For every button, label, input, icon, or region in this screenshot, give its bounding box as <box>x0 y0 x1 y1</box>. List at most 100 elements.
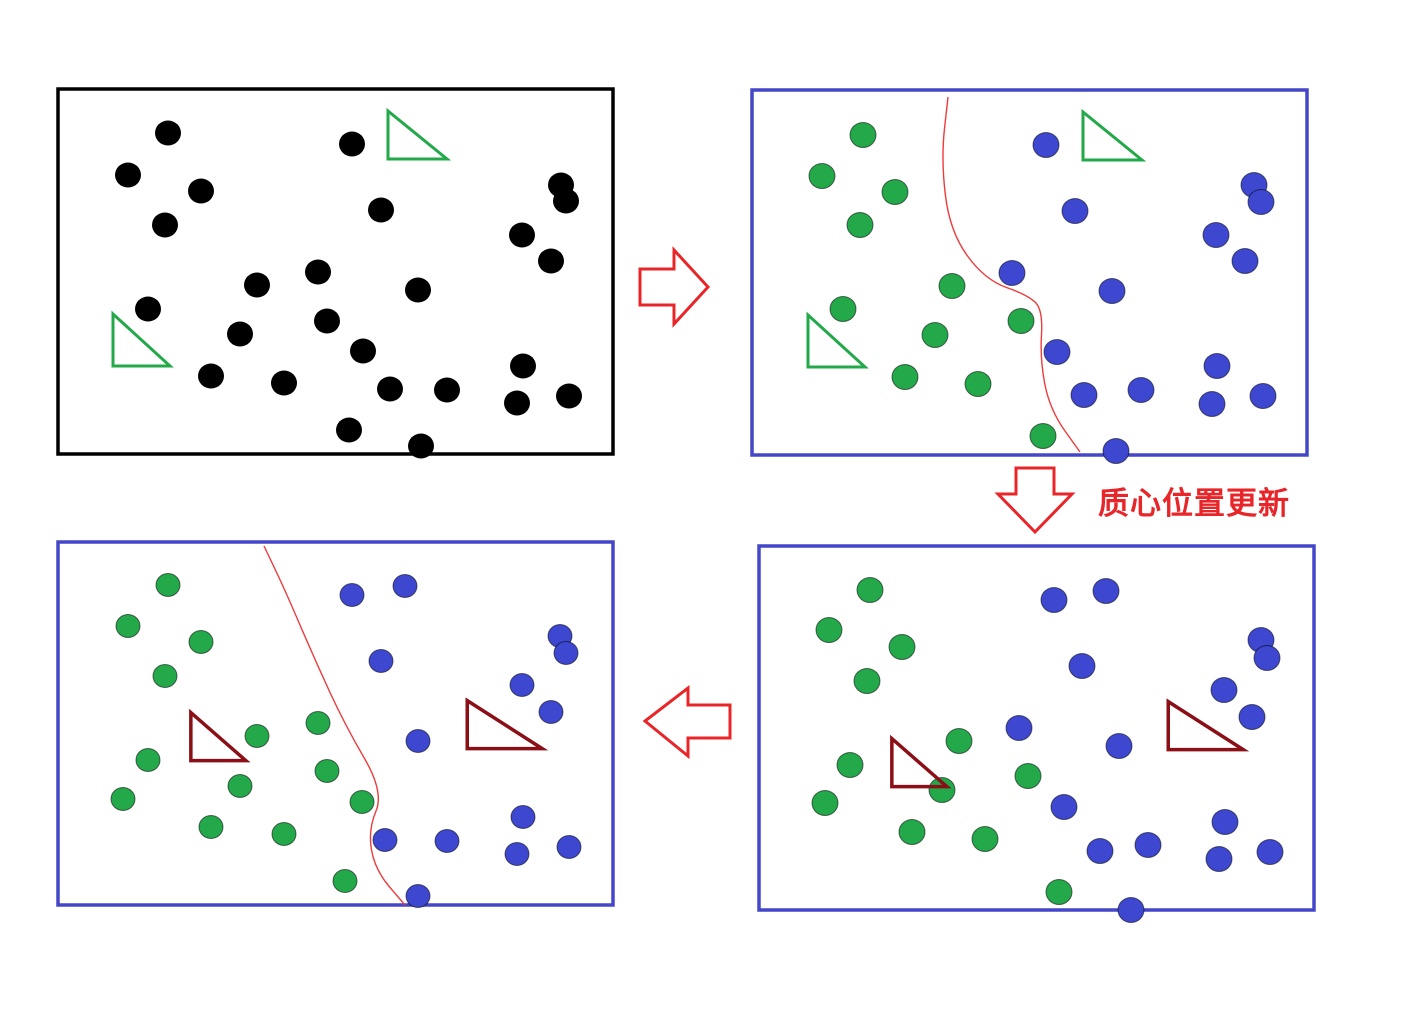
data-point <box>1202 222 1230 248</box>
data-point <box>314 308 340 334</box>
data-point <box>898 819 926 845</box>
data-point <box>538 700 564 724</box>
data-point <box>135 296 161 322</box>
data-point <box>945 728 973 754</box>
data-point <box>881 179 909 205</box>
data-point <box>1043 339 1071 365</box>
data-point <box>405 277 431 303</box>
data-point <box>377 376 403 402</box>
data-point <box>1198 391 1226 417</box>
data-point <box>198 815 224 839</box>
data-point <box>504 842 530 866</box>
data-point <box>405 729 431 753</box>
data-point <box>198 363 224 389</box>
data-point <box>856 577 884 603</box>
data-point <box>227 774 253 798</box>
data-point <box>155 120 181 146</box>
triangle-icon <box>386 107 452 161</box>
data-point <box>921 322 949 348</box>
data-point <box>556 835 582 859</box>
data-point <box>1253 645 1281 671</box>
data-point <box>510 805 536 829</box>
data-point <box>350 338 376 364</box>
data-point <box>811 790 839 816</box>
hollow-arrow-icon <box>642 684 732 760</box>
cluster-boundary-line <box>942 96 1081 453</box>
data-point <box>1127 377 1155 403</box>
data-point <box>891 364 919 390</box>
panel-frame-step-4-reassigned <box>56 540 615 907</box>
data-point <box>271 370 297 396</box>
data-point <box>227 321 253 347</box>
caption-centroid-update: 质心位置更新 <box>1098 486 1290 522</box>
data-point <box>998 260 1026 286</box>
data-point <box>836 752 864 778</box>
data-point <box>808 163 836 189</box>
data-point <box>405 884 431 908</box>
data-point <box>305 259 331 285</box>
data-point <box>815 617 843 643</box>
data-point <box>336 417 362 443</box>
data-point <box>368 649 394 673</box>
data-point <box>971 826 999 852</box>
data-point <box>244 724 270 748</box>
data-point <box>1029 423 1057 449</box>
data-point <box>1068 653 1096 679</box>
data-point <box>115 162 141 188</box>
hollow-arrow-icon <box>994 466 1076 535</box>
data-point <box>1032 132 1060 158</box>
triangle-icon <box>1081 108 1147 162</box>
data-point <box>372 828 398 852</box>
data-point <box>152 664 178 688</box>
triangle-icon <box>890 734 952 789</box>
data-point <box>1134 832 1162 858</box>
data-point <box>928 777 956 803</box>
data-point <box>1045 879 1073 905</box>
data-point <box>829 296 857 322</box>
hollow-arrow-icon <box>638 246 711 328</box>
data-point <box>1203 353 1231 379</box>
data-point <box>244 272 270 298</box>
triangle-icon <box>806 311 869 369</box>
data-point <box>553 188 579 214</box>
data-point <box>188 178 214 204</box>
data-point <box>1249 383 1277 409</box>
data-point <box>271 822 297 846</box>
data-point <box>538 248 564 274</box>
data-point <box>339 583 365 607</box>
panel-frame-step-1-initial <box>56 87 615 456</box>
data-point <box>1105 733 1133 759</box>
data-point <box>408 433 434 459</box>
data-point <box>1256 839 1284 865</box>
data-point <box>504 390 530 416</box>
data-point <box>339 131 365 157</box>
data-point <box>509 673 535 697</box>
data-point <box>1117 897 1145 923</box>
data-point <box>1210 677 1238 703</box>
data-point <box>188 630 214 654</box>
data-point <box>332 869 358 893</box>
data-point <box>349 790 375 814</box>
data-point <box>434 377 460 403</box>
data-point <box>314 759 340 783</box>
data-point <box>155 573 181 597</box>
data-point <box>888 634 916 660</box>
data-point <box>1086 838 1114 864</box>
data-point <box>509 222 535 248</box>
data-point <box>392 574 418 598</box>
data-point <box>849 122 877 148</box>
data-point <box>1092 578 1120 604</box>
data-point <box>152 212 178 238</box>
data-point <box>1102 438 1130 464</box>
data-point <box>556 383 582 409</box>
data-point <box>1061 198 1089 224</box>
triangle-icon <box>111 310 174 368</box>
data-point <box>1005 715 1033 741</box>
data-point <box>115 614 141 638</box>
data-point <box>853 668 881 694</box>
data-point <box>553 641 579 665</box>
data-point <box>1238 704 1266 730</box>
data-point <box>938 273 966 299</box>
data-point <box>1050 794 1078 820</box>
